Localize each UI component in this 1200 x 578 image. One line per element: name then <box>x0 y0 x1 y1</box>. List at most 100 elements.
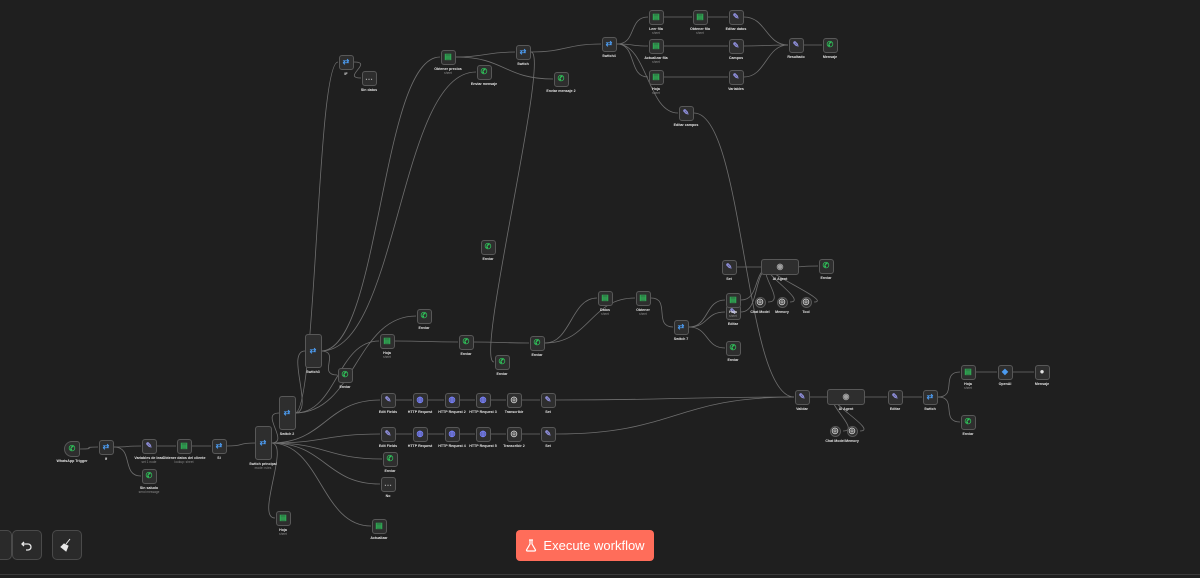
connection-line[interactable] <box>294 350 306 414</box>
workflow-node[interactable]: ◉ <box>761 259 799 275</box>
workflow-node[interactable]: ◍ <box>412 426 428 442</box>
workflow-node[interactable]: ✎ <box>380 392 396 408</box>
workflow-node[interactable]: … <box>361 70 377 86</box>
workflow-node[interactable]: ✆ <box>553 71 569 87</box>
connection-line[interactable] <box>937 396 961 423</box>
workflow-node[interactable]: ✎ <box>728 69 744 85</box>
connection-line[interactable] <box>270 433 381 444</box>
workflow-node[interactable]: ◍ <box>412 392 428 408</box>
workflow-node[interactable]: ✆ <box>476 64 492 80</box>
workflow-node[interactable]: ⇄ <box>98 439 114 455</box>
workflow-node[interactable]: ◍ <box>475 392 491 408</box>
workflow-node[interactable]: ◉ <box>827 389 865 405</box>
workflow-node[interactable]: ⇄ <box>211 438 227 454</box>
workflow-node[interactable]: ⇄ <box>278 396 296 430</box>
connection-line[interactable] <box>688 299 726 328</box>
workflow-node[interactable]: ✆ <box>960 414 976 430</box>
workflow-node[interactable]: ▤ <box>176 438 192 454</box>
workflow-node[interactable]: ◍ <box>475 426 491 442</box>
undo-button[interactable] <box>12 530 42 560</box>
workflow-node[interactable]: ▤ <box>379 333 395 349</box>
workflow-node[interactable]: ▤ <box>960 364 976 380</box>
connection-line[interactable] <box>294 315 417 414</box>
connection-line[interactable] <box>616 43 679 114</box>
connection-line[interactable] <box>320 56 441 352</box>
workflow-node[interactable]: ✆ <box>64 441 80 457</box>
connection-line[interactable] <box>320 350 338 376</box>
execute-workflow-button[interactable]: Execute workflow <box>516 530 654 561</box>
workflow-node[interactable]: ✆ <box>458 334 474 350</box>
workflow-node[interactable]: ◎ <box>754 296 766 308</box>
workflow-node[interactable]: ✎ <box>678 105 694 121</box>
connection-line[interactable] <box>270 412 280 444</box>
workflow-node[interactable]: ▤ <box>371 518 387 534</box>
connection-line[interactable] <box>743 16 789 46</box>
workflow-node[interactable]: ✎ <box>540 426 556 442</box>
workflow-node[interactable]: ✆ <box>141 468 157 484</box>
connection-line[interactable] <box>490 51 535 363</box>
connection-line[interactable] <box>555 396 795 435</box>
workflow-node[interactable]: ✆ <box>725 340 741 356</box>
workflow-node[interactable]: ◎ <box>506 392 522 408</box>
workflow-node[interactable]: ✆ <box>818 258 834 274</box>
zoom-button[interactable] <box>0 530 12 560</box>
connection-line[interactable] <box>616 16 649 45</box>
workflow-node[interactable]: ⇄ <box>922 389 938 405</box>
workflow-node[interactable]: ▤ <box>648 69 664 85</box>
workflow-node[interactable]: ◎ <box>829 425 841 437</box>
workflow-node[interactable]: ◎ <box>506 426 522 442</box>
workflow-node[interactable]: ✎ <box>788 37 804 53</box>
connection-line[interactable] <box>937 371 961 398</box>
workflow-node[interactable]: ⇄ <box>601 36 617 52</box>
workflow-node[interactable]: ✎ <box>141 438 157 454</box>
connection-line[interactable] <box>688 326 726 349</box>
workflow-node[interactable]: ✎ <box>721 259 737 275</box>
connection-line[interactable] <box>693 112 795 398</box>
workflow-node[interactable]: ✎ <box>540 392 556 408</box>
workflow-node[interactable]: ◍ <box>444 392 460 408</box>
connection-line[interactable] <box>268 442 278 519</box>
workflow-node[interactable]: ◎ <box>800 296 812 308</box>
workflow-node[interactable]: ✆ <box>494 354 510 370</box>
workflow-node[interactable]: ● <box>1034 364 1050 380</box>
workflow-node[interactable]: … <box>380 476 396 492</box>
connection-line[interactable] <box>555 396 795 401</box>
workflow-node[interactable]: ✆ <box>822 37 838 53</box>
connection-line[interactable] <box>394 340 459 343</box>
workflow-node[interactable]: ▤ <box>597 290 613 306</box>
workflow-node[interactable]: ⇄ <box>254 426 272 460</box>
connection-line[interactable] <box>113 445 142 448</box>
connection-line[interactable] <box>743 44 789 78</box>
workflow-node[interactable]: ▤ <box>648 38 664 54</box>
connection-line[interactable] <box>226 442 256 447</box>
connection-line[interactable] <box>113 446 142 477</box>
workflow-node[interactable]: ⇄ <box>304 334 322 368</box>
workflow-node[interactable]: ⇄ <box>338 54 354 70</box>
connection-line[interactable] <box>320 71 477 352</box>
workflow-node[interactable]: ✎ <box>794 389 810 405</box>
connection-line[interactable] <box>530 43 602 53</box>
connection-line[interactable] <box>455 56 554 80</box>
workflow-node[interactable]: ▤ <box>648 9 664 25</box>
connection-line[interactable] <box>270 442 372 527</box>
workflow-node[interactable]: ✆ <box>337 367 353 383</box>
connection-line[interactable] <box>743 44 789 47</box>
connection-line[interactable] <box>544 297 598 344</box>
connection-line[interactable] <box>294 61 339 414</box>
connection-line[interactable] <box>353 61 362 79</box>
workflow-node[interactable]: ◆ <box>997 364 1013 380</box>
connection-line[interactable] <box>455 51 516 58</box>
workflow-node[interactable]: ▤ <box>635 290 651 306</box>
workflow-node[interactable]: ✆ <box>416 308 432 324</box>
connection-line[interactable] <box>270 442 383 460</box>
connection-line[interactable] <box>473 341 530 344</box>
workflow-node[interactable]: ✎ <box>380 426 396 442</box>
workflow-node[interactable]: ◍ <box>444 426 460 442</box>
workflow-node[interactable]: ✆ <box>480 239 496 255</box>
workflow-node[interactable]: ✎ <box>887 389 903 405</box>
workflow-node[interactable]: ◎ <box>846 425 858 437</box>
tidy-up-button[interactable] <box>52 530 82 560</box>
connection-line[interactable] <box>270 442 381 485</box>
workflow-node[interactable]: ⇄ <box>673 319 689 335</box>
